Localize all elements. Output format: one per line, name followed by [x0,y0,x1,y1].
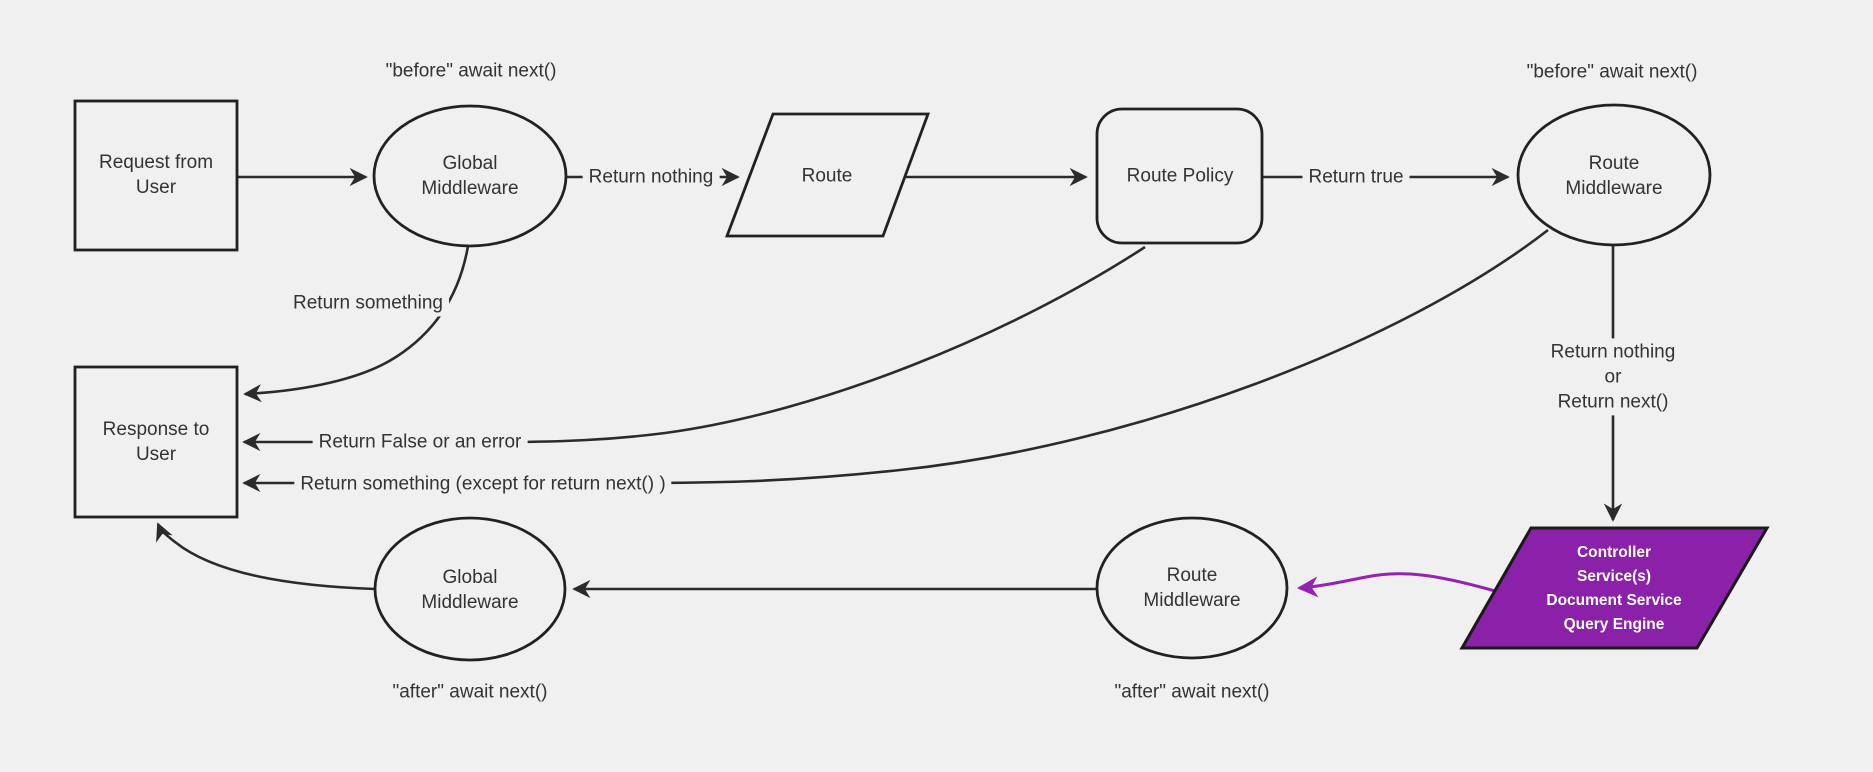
return-nothing-label: Return nothing [582,163,720,191]
request-user-box [73,99,239,252]
response-user-label: Response to User [102,418,210,465]
route-middleware-bottom-ellipse [1095,516,1289,660]
edge-global-middleware-bottom-to-response [156,522,376,591]
before-await-label-right: "before" await next() [1526,61,1698,83]
global-middleware-top-ellipse [372,104,568,248]
global-middleware-bottom-ellipse [373,516,567,662]
response-user-box [73,365,239,519]
route-label: Route [801,165,853,187]
before-await-label-left: "before" await next() [385,60,557,82]
request-user-label: Request from User [98,151,214,198]
edge-route-middleware-to-response [242,228,1549,493]
global-middleware-bottom-label: Global Middleware [421,566,519,613]
route-middleware-top-ellipse [1516,103,1712,247]
route-parallelogram [724,112,931,238]
after-await-label-left: "after" await next() [392,681,548,703]
return-true-label: Return true [1302,163,1410,191]
return-something-except-label: Return something (except for return next… [294,470,672,498]
route-policy-box [1095,107,1264,245]
controller-parallelogram [1459,526,1770,650]
route-middleware-bottom-label: Route Middleware [1143,564,1241,611]
route-policy-label: Route Policy [1126,165,1234,187]
return-false-or-error-label: Return False or an error [312,428,528,456]
edge-global-middleware-to-response [243,245,470,403]
return-something-label: Return something [287,289,449,317]
controller-label: Controller Service(s) Document Service Q… [1546,544,1682,633]
after-await-label-right: "after" await next() [1114,681,1270,703]
global-middleware-top-label: Global Middleware [421,152,519,199]
edge-controller-to-route-middleware-bottom [1296,572,1496,598]
route-middleware-top-label: Route Middleware [1565,152,1663,199]
edge-route-policy-to-response [242,245,1146,452]
return-nothing-or-next-label: Return nothing or Return next() [1544,338,1682,416]
